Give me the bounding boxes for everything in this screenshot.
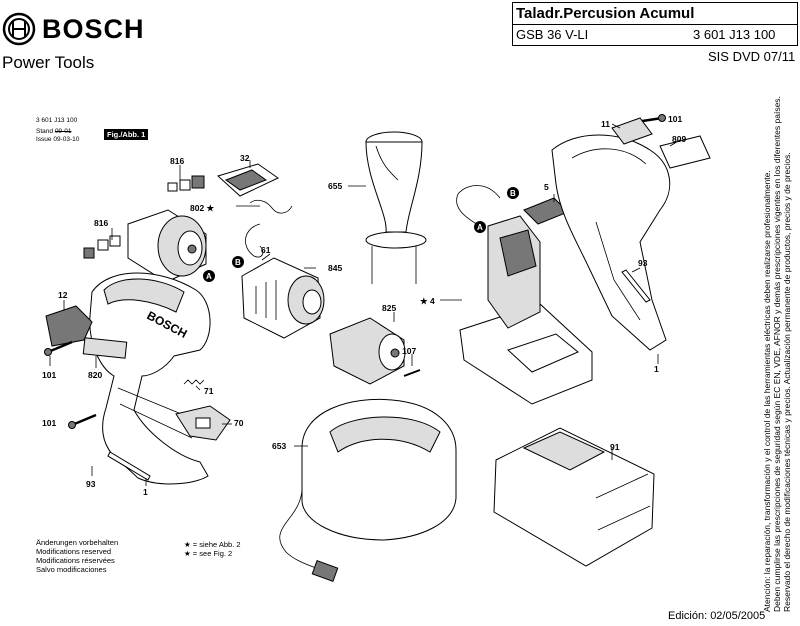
issue-value: 09-03-10 bbox=[53, 136, 80, 143]
legal-disclaimer: Atención: la reparación, transformación … bbox=[762, 96, 792, 612]
title-block: Taladr.Percusion Acumul GSB 36 V-LI 3 60… bbox=[512, 2, 798, 46]
notice-line-fr: Modifications réservées bbox=[36, 556, 115, 565]
part-11-809 bbox=[611, 117, 711, 169]
part-housing-1: BOSCH bbox=[89, 272, 211, 485]
callout-93-right: 93 bbox=[638, 258, 648, 268]
part-gearbox-845 bbox=[241, 257, 325, 339]
disclaimer-line-1: Atención: la reparación, transformación … bbox=[762, 170, 772, 612]
part-cable bbox=[456, 185, 501, 227]
callout-816-upper: 816 bbox=[170, 156, 185, 166]
brand-tagline: Power Tools bbox=[2, 53, 95, 72]
svg-text:A: A bbox=[477, 223, 483, 232]
callout-802: 802 ★ bbox=[190, 203, 215, 213]
svg-text:A: A bbox=[206, 272, 212, 281]
part-switch-816-lower bbox=[83, 235, 121, 259]
callout-4: ★ 4 bbox=[420, 296, 435, 306]
callout-816-lower: 816 bbox=[94, 218, 109, 228]
stand-row: Stand 09-01 bbox=[36, 128, 71, 136]
callout-11: 11 bbox=[601, 119, 610, 129]
star-note-de: ★ = siehe Abb. 2 bbox=[184, 540, 241, 549]
callout-809: 809 bbox=[672, 134, 687, 144]
product-title: Taladr.Percusion Acumul bbox=[516, 5, 695, 22]
brand-name: BOSCH bbox=[42, 14, 145, 44]
callout-32: 32 bbox=[240, 153, 250, 163]
part-bit-93-right bbox=[621, 269, 651, 303]
callout-70: 70 bbox=[234, 418, 244, 428]
disclaimer-line-2: Deben cumplirse las prescripciones de se… bbox=[772, 96, 782, 612]
bosch-logo: BOSCH bbox=[2, 12, 144, 48]
model-name: GSB 36 V-LI bbox=[516, 27, 589, 42]
part-belt-clip-12 bbox=[45, 305, 93, 347]
issue-row: Issue 09-03-10 bbox=[36, 136, 79, 144]
drawing-part-number: 3 601 J13 100 bbox=[36, 117, 78, 124]
part-chuck-825 bbox=[329, 317, 421, 385]
reference-markers: A B B A bbox=[203, 187, 519, 282]
disclaimer-line-3: Reservado el derecho de modificaciones t… bbox=[782, 152, 792, 612]
modification-notice: Änderungen vorbehalten Modifications res… bbox=[36, 538, 118, 574]
bosch-armature-icon bbox=[2, 12, 36, 46]
callout-1-left: 1 bbox=[143, 487, 148, 497]
notice-line-es: Salvo modificaciones bbox=[36, 565, 107, 574]
callout-655: 655 bbox=[328, 181, 343, 191]
product-part-number: 3 601 J13 100 bbox=[693, 27, 776, 42]
part-motor-802 bbox=[127, 209, 207, 283]
star-note-en: ★ = see Fig. 2 bbox=[184, 549, 233, 558]
part-bit-93-left bbox=[107, 451, 151, 481]
edition-date: Edición: 02/05/2005 bbox=[668, 610, 766, 622]
part-housing-1-right bbox=[551, 134, 671, 351]
part-label-820 bbox=[82, 337, 128, 359]
part-spring-71 bbox=[183, 379, 205, 385]
media-version: SIS DVD 07/11 bbox=[708, 49, 796, 64]
title-divider bbox=[513, 24, 797, 25]
callout-820: 820 bbox=[88, 370, 103, 380]
callout-71: 71 bbox=[204, 386, 214, 396]
callout-107: 107 bbox=[402, 346, 417, 356]
callout-653: 653 bbox=[272, 441, 287, 451]
stand-value: 09-01 bbox=[54, 128, 72, 135]
stand-label: Stand bbox=[36, 128, 53, 135]
part-switch-70 bbox=[175, 405, 231, 441]
callout-5: 5 bbox=[544, 182, 549, 192]
callout-12: 12 bbox=[58, 290, 68, 300]
callout-101-left: 101 bbox=[42, 370, 57, 380]
callout-93-left: 93 bbox=[86, 479, 96, 489]
part-battery-pack-91 bbox=[493, 427, 655, 567]
part-battery-4 bbox=[459, 215, 593, 405]
figure-badge: Fig./Abb. 1 bbox=[104, 129, 149, 140]
part-switch-816-upper bbox=[167, 175, 205, 192]
star-legend: ★ = siehe Abb. 2 ★ = see Fig. 2 bbox=[184, 540, 241, 558]
part-spring-clip bbox=[245, 223, 264, 258]
leader-lines bbox=[49, 123, 681, 486]
callout-61: 61 bbox=[261, 245, 271, 255]
callout-1-right: 1 bbox=[654, 364, 659, 374]
part-holder-655 bbox=[365, 131, 427, 284]
notice-line-en: Modifications reserved bbox=[36, 547, 112, 556]
notice-line-de: Änderungen vorbehalten bbox=[36, 538, 119, 547]
part-charger-653 bbox=[279, 398, 457, 582]
svg-text:B: B bbox=[510, 189, 516, 198]
callout-101-right: 101 bbox=[668, 114, 683, 124]
part-cover-32 bbox=[217, 163, 293, 214]
callout-91: 91 bbox=[610, 442, 620, 452]
svg-text:B: B bbox=[235, 258, 241, 267]
callout-101-middle: 101 bbox=[42, 418, 57, 428]
callout-825: 825 bbox=[382, 303, 397, 313]
callout-845: 845 bbox=[328, 263, 343, 273]
issue-label: Issue bbox=[36, 136, 52, 143]
